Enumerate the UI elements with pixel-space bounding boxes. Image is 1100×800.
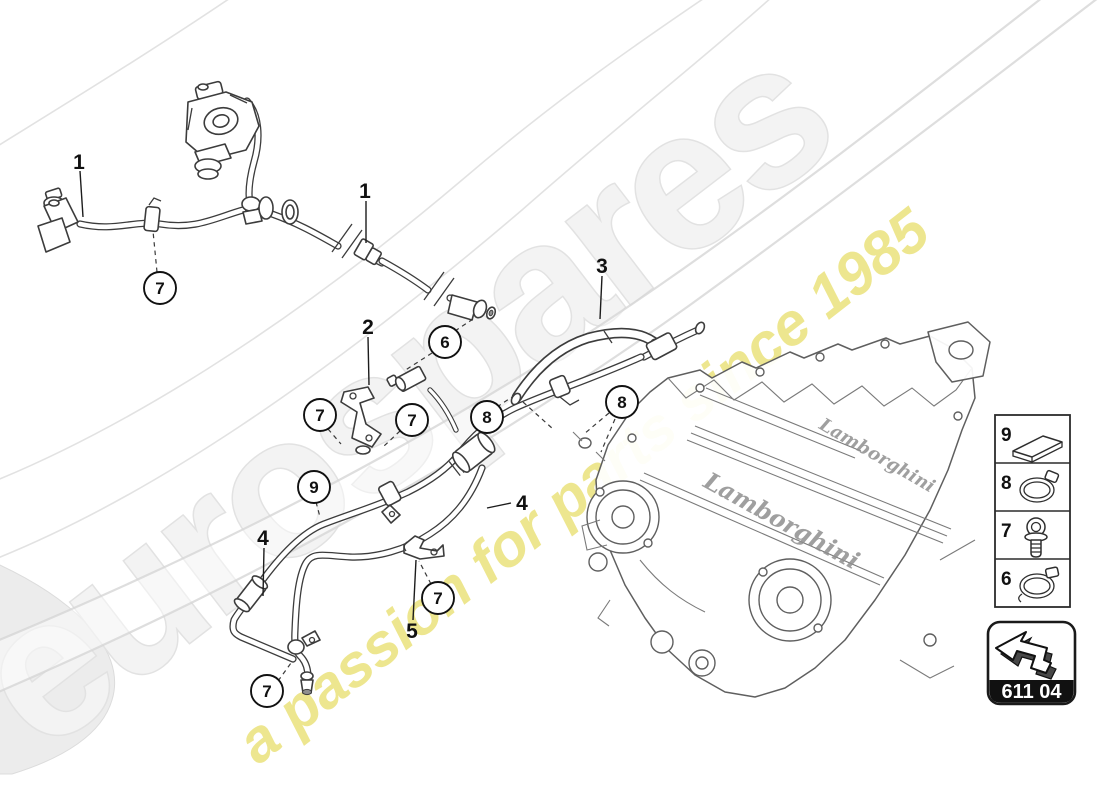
callout-1-left[interactable]: 1 (73, 151, 85, 174)
throttle-body-right (748, 558, 832, 642)
tee-junction (241, 196, 299, 225)
svg-text:7: 7 (155, 279, 164, 298)
legend-item-9[interactable]: 9 (1001, 425, 1063, 463)
engine-detail-circle (588, 552, 608, 572)
cover-bolt (755, 367, 765, 377)
legend-item-8[interactable]: 8 (1001, 469, 1060, 503)
gasket-pad-icon (1012, 435, 1063, 463)
svg-text:8: 8 (1001, 473, 1012, 494)
pipe-clamp-bracket (378, 480, 402, 524)
svg-text:7: 7 (315, 406, 324, 425)
pipe-break-marks (423, 271, 455, 307)
cover-rib-set-a (686, 425, 952, 544)
boss-port (948, 340, 974, 360)
callout-circle-8a[interactable]: 8 (470, 400, 504, 434)
callout-5[interactable]: 5 (406, 620, 418, 643)
hose-clamp-icon (1018, 566, 1060, 603)
angled-fitting (386, 365, 427, 392)
callout-circle-7a[interactable]: 7 (143, 271, 177, 305)
engine-detail-circle (923, 633, 937, 647)
elbow-connector (37, 187, 79, 253)
swoosh-ribbon (0, 0, 1098, 702)
svg-text:7: 7 (1001, 521, 1012, 542)
svg-text:6: 6 (1001, 569, 1012, 590)
callout-circle-8b[interactable]: 8 (605, 385, 639, 419)
callout-3[interactable]: 3 (596, 255, 608, 278)
pipe-clip (143, 197, 162, 233)
callout-circle-7c[interactable]: 7 (395, 403, 429, 437)
callout-circle-9[interactable]: 9 (297, 470, 331, 504)
hose-clamp-icon (1019, 469, 1060, 503)
legend-panel: 9 8 7 6 (994, 414, 1071, 608)
solenoid-valve (185, 80, 260, 180)
legend-item-7[interactable]: 7 (1001, 517, 1048, 558)
swoosh-lower-edge-line (0, 0, 1042, 641)
pipe-end-tip (300, 671, 314, 696)
diagram-arrow-icon (995, 631, 1057, 680)
cover-bolt (880, 339, 890, 349)
svg-text:9: 9 (309, 478, 318, 497)
callout-leaders (79, 170, 616, 682)
support-bracket-2 (340, 386, 382, 455)
swoosh-upper-edge-2 (0, 0, 770, 558)
inline-coupling (353, 238, 382, 266)
svg-text:9: 9 (1001, 425, 1012, 446)
pipe-clip-upper (548, 374, 580, 406)
manifold-ridge-zigzag (667, 367, 973, 407)
cover-bolt (627, 433, 637, 443)
callout-4-right[interactable]: 4 (516, 492, 528, 515)
swoosh-tail-shape (0, 564, 116, 775)
vacuum-port-marks (572, 431, 606, 462)
hose-coupling (645, 332, 678, 361)
support-bracket-5 (403, 535, 445, 560)
legend-item-6[interactable]: 6 (1001, 566, 1060, 603)
bottom-p-clamp (287, 630, 321, 655)
callout-circle-7e[interactable]: 7 (250, 674, 284, 708)
cover-rib-set-c (699, 387, 862, 459)
engine-detail-circle (650, 630, 674, 654)
vacuum-hose-assembly-1 (37, 80, 497, 321)
callout-circle-7d[interactable]: 7 (421, 581, 455, 615)
threaded-connector (448, 431, 496, 477)
cover-bolt (953, 411, 963, 421)
callout-4-left[interactable]: 4 (257, 527, 269, 550)
swoosh-upper-edge-1 (0, 0, 703, 480)
svg-text:7: 7 (433, 589, 442, 608)
callout-circle-7b[interactable]: 7 (303, 398, 337, 432)
svg-text:7: 7 (262, 682, 271, 701)
part-group-code: 611 04 (1001, 681, 1062, 703)
svg-text:8: 8 (617, 393, 626, 412)
swoosh-corner-arc (0, 0, 229, 146)
fuel-vacuum-pipe-assembly-4 (229, 321, 706, 696)
svg-text:7: 7 (407, 411, 416, 430)
engine-intake-manifold: Lamborghini Lamborghini (572, 321, 991, 698)
pipe-break-marks (331, 223, 363, 259)
svg-text:8: 8 (482, 408, 491, 427)
callout-2[interactable]: 2 (362, 316, 374, 339)
cover-rib-set-b (639, 472, 885, 586)
callout-1-right[interactable]: 1 (359, 180, 371, 203)
cover-bolt (695, 383, 705, 393)
cover-bolt (815, 352, 825, 362)
engine-detail-lines (581, 519, 976, 679)
callout-labels: 1 1 2 3 4 4 5 7 6 7 7 8 8 (73, 151, 639, 708)
throttle-body-left (586, 480, 660, 554)
callout-circle-6[interactable]: 6 (428, 325, 462, 359)
part-group-badge[interactable]: 611 04 (986, 620, 1077, 706)
svg-text:6: 6 (440, 333, 449, 352)
engine-detail-circle (695, 656, 709, 670)
screw-icon (1024, 517, 1048, 558)
